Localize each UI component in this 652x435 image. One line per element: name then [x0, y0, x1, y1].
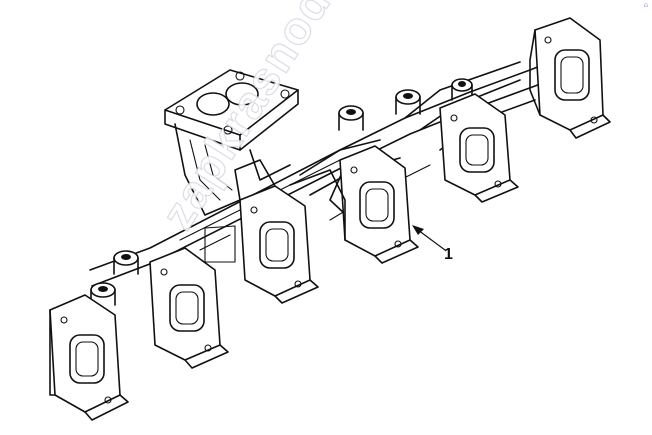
callout-label: 1 — [444, 246, 453, 263]
bolt-bosses — [90, 78, 473, 306]
port-flange-2 — [149, 247, 229, 369]
port-flange-4 — [289, 145, 419, 264]
boss-3 — [338, 105, 364, 131]
port-flange-6 — [529, 17, 611, 139]
port-flange-1 — [49, 294, 129, 421]
port-flange-3 — [234, 159, 319, 304]
port-flange-5 — [439, 93, 519, 203]
turbo-flange — [164, 69, 299, 216]
callout-leader — [412, 225, 446, 251]
boss-4 — [395, 89, 421, 115]
boss-1 — [90, 282, 116, 306]
home-icon[interactable]: ⌂ — [643, 2, 648, 9]
boss-2 — [113, 250, 139, 275]
